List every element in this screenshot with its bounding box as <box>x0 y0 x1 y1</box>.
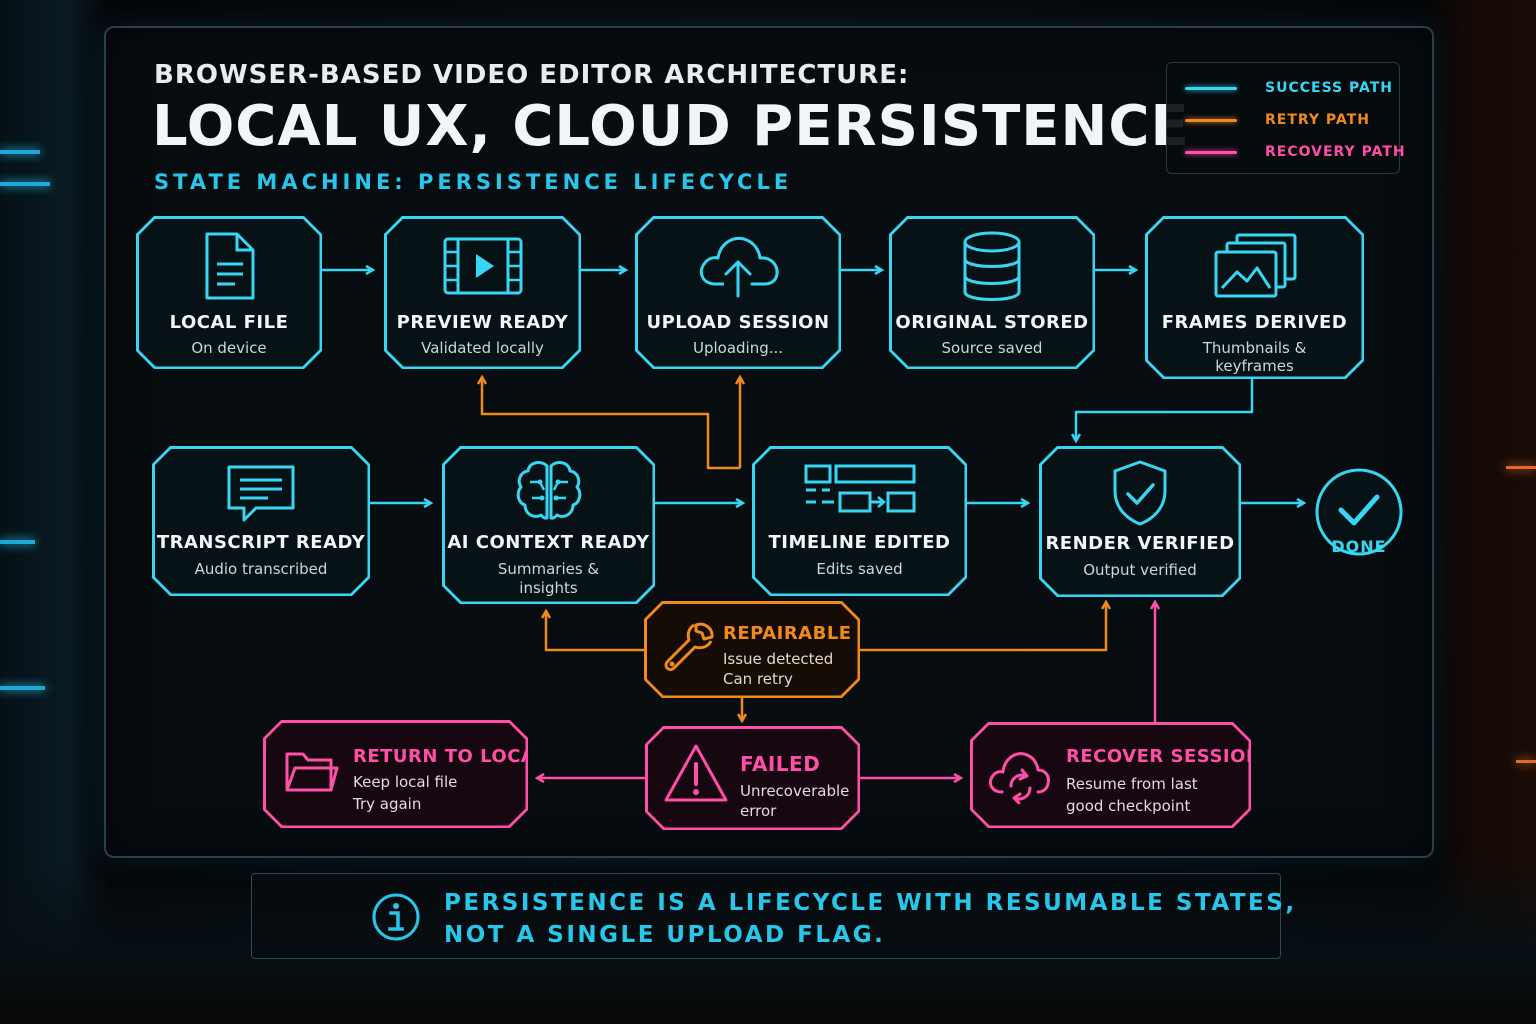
state-label: RECOVER SESSION <box>1066 746 1262 767</box>
legend-item-success: SUCCESS PATH <box>1185 78 1393 98</box>
state-label: RETURN TO LOCAL <box>353 746 548 767</box>
state-desc: Thumbnails & <box>1202 339 1307 357</box>
state-render-verified: RENDER VERIFIED Output verified <box>1039 446 1241 597</box>
done-label: DONE <box>1331 537 1387 556</box>
legend-item-retry: RETRY PATH <box>1185 110 1370 130</box>
database-icon <box>960 230 1024 304</box>
state-desc: good checkpoint <box>1066 797 1191 815</box>
state-ai-context-ready: AI CONTEXT READY Summaries & insights <box>442 446 655 604</box>
state-desc: keyframes <box>1215 357 1294 375</box>
page-subtitle: STATE MACHINE: PERSISTENCE LIFECYCLE <box>154 170 793 194</box>
state-desc: Edits saved <box>816 560 903 578</box>
state-desc: Validated locally <box>421 339 544 357</box>
footer-line1: PERSISTENCE IS A LIFECYCLE WITH RESUMABL… <box>444 890 1297 916</box>
state-desc: Source saved <box>941 339 1043 357</box>
left-wall-decoration <box>0 0 110 1024</box>
images-icon <box>1211 232 1299 300</box>
state-label: FAILED <box>740 752 821 776</box>
state-label: LOCAL FILE <box>169 312 289 333</box>
chat-icon <box>224 462 298 526</box>
folder-icon <box>283 748 339 796</box>
brain-icon <box>514 458 584 524</box>
wrench-icon <box>662 619 718 675</box>
right-wall-decoration <box>1426 0 1536 1024</box>
warning-icon <box>663 742 729 804</box>
state-label: TIMELINE EDITED <box>768 532 951 553</box>
retry-swatch <box>1185 118 1237 122</box>
state-label: TRANSCRIPT READY <box>156 532 366 553</box>
state-frames-derived: FRAMES DERIVED Thumbnails & keyframes <box>1145 216 1364 379</box>
state-desc: Unrecoverable <box>740 782 850 800</box>
state-label: ORIGINAL STORED <box>895 312 1089 333</box>
legend: SUCCESS PATH RETRY PATH RECOVERY PATH <box>1166 62 1405 174</box>
state-label: REPAIRABLE <box>723 623 852 644</box>
state-failed: FAILED Unrecoverable error <box>645 726 860 830</box>
state-desc: Issue detected <box>723 650 834 668</box>
state-desc: On device <box>191 339 267 357</box>
state-label: UPLOAD SESSION <box>646 312 830 333</box>
state-desc: insights <box>519 579 578 597</box>
document-icon <box>199 230 259 302</box>
page-title-line2: LOCAL UX, CLOUD PERSISTENCE <box>152 94 1190 159</box>
success-swatch <box>1185 86 1237 90</box>
state-label: FRAMES DERIVED <box>1161 312 1348 333</box>
state-original-stored: ORIGINAL STORED Source saved <box>889 216 1095 369</box>
state-local-file: LOCAL FILE On device <box>136 216 322 369</box>
page-title-line1: BROWSER-BASED VIDEO EDITOR ARCHITECTURE: <box>154 60 910 90</box>
state-desc: Audio transcribed <box>194 560 328 578</box>
state-preview-ready: PREVIEW READY Validated locally <box>384 216 581 369</box>
timeline-icon <box>802 462 918 518</box>
state-desc: Resume from last <box>1066 775 1198 793</box>
recovery-swatch <box>1185 150 1237 154</box>
state-timeline-edited: TIMELINE EDITED Edits saved <box>752 446 967 596</box>
state-desc: Summaries & <box>497 560 600 578</box>
state-transcript-ready: TRANSCRIPT READY Audio transcribed <box>152 446 370 596</box>
state-desc: Keep local file <box>353 773 458 791</box>
state-label: PREVIEW READY <box>396 312 569 333</box>
legend-label-success: SUCCESS PATH <box>1265 80 1393 96</box>
legend-label-recovery: RECOVERY PATH <box>1265 144 1406 160</box>
cloud-upload-icon <box>694 230 782 300</box>
state-desc: Can retry <box>723 670 793 688</box>
legend-item-recovery: RECOVERY PATH <box>1185 142 1406 162</box>
footer-line2: NOT A SINGLE UPLOAD FLAG. <box>444 922 886 948</box>
info-icon <box>372 893 420 941</box>
state-upload-session: UPLOAD SESSION Uploading... <box>635 216 841 369</box>
footer-note: PERSISTENCE IS A LIFECYCLE WITH RESUMABL… <box>251 873 1294 959</box>
state-recover-session: RECOVER SESSION Resume from last good ch… <box>970 722 1251 828</box>
state-desc: Try again <box>353 795 422 813</box>
state-desc: Output verified <box>1083 561 1197 579</box>
shield-check-icon <box>1109 458 1171 528</box>
state-label: RENDER VERIFIED <box>1045 533 1235 554</box>
state-return-to-local: RETURN TO LOCAL Keep local file Try agai… <box>263 720 528 828</box>
state-desc: error <box>740 802 777 820</box>
state-repairable: REPAIRABLE Issue detected Can retry <box>644 601 860 698</box>
video-icon <box>442 236 524 296</box>
cloud-sync-icon <box>986 742 1052 804</box>
state-label: AI CONTEXT READY <box>447 532 650 553</box>
state-desc: Uploading... <box>692 339 784 357</box>
legend-label-retry: RETRY PATH <box>1265 112 1370 128</box>
